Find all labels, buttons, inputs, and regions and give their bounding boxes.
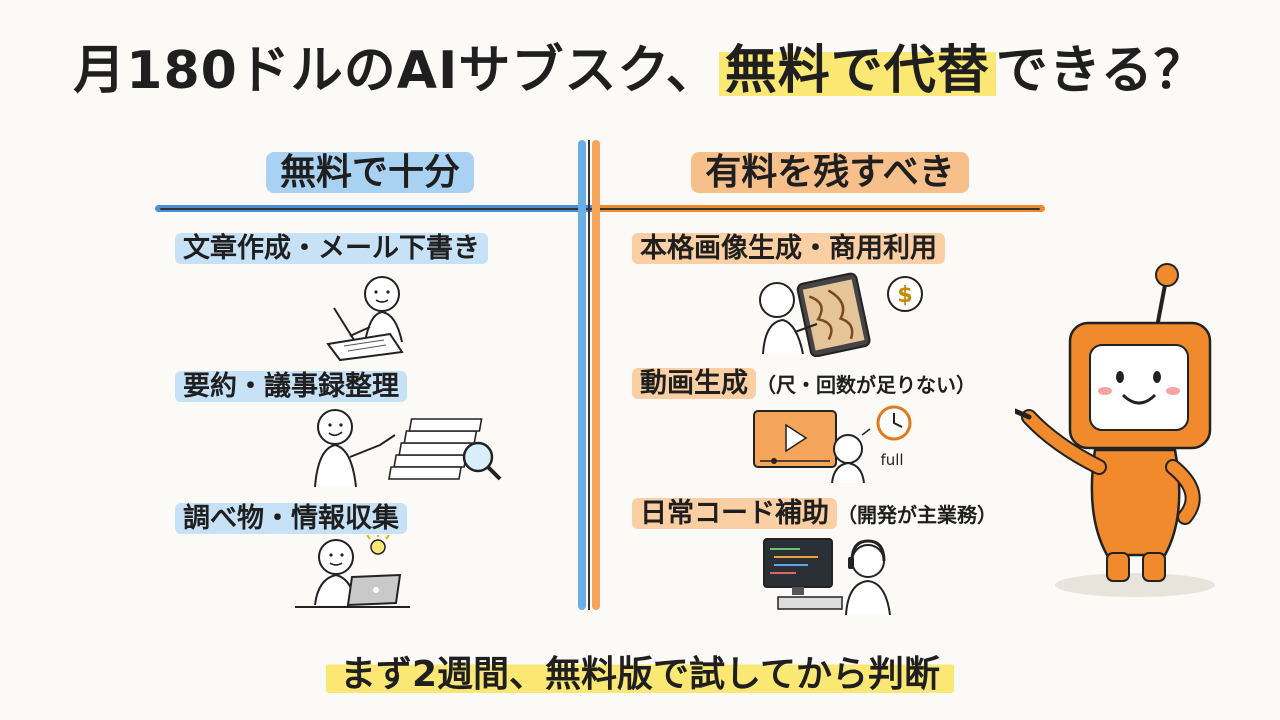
paid-column-heading: 有料を残すべき (620, 148, 1040, 198)
free-item-writing: 文章作成・メール下書き (175, 230, 488, 268)
free-column-heading: 無料で十分 (160, 148, 580, 198)
free-item-research: 調べ物・情報収集 (175, 500, 407, 538)
title-part1: 月180ドルのAIサブスク、 (73, 41, 719, 101)
dollar-icon: $ (897, 283, 912, 308)
column-divider-accent (592, 140, 600, 610)
page-title: 月180ドルのAIサブスク、無料で代替できる？ (0, 28, 1280, 103)
paid-item-video: 動画生成（尺・回数が足りない） (632, 365, 976, 403)
free-item-summary: 要約・議事録整理 (175, 368, 407, 406)
full-label: full (880, 451, 903, 469)
title-highlight: 無料で代替 (718, 41, 996, 101)
code-assist-illustration (763, 538, 891, 616)
paid-item-code: 日常コード補助（開発が主業務） (632, 495, 997, 533)
column-divider-line (588, 140, 590, 610)
video-generation-illustration: full (753, 405, 912, 483)
writing-person-illustration (326, 276, 404, 362)
center-rule-line (160, 208, 1040, 210)
title-part2: できる？ (995, 41, 1207, 101)
footer-message: まず2週間、無料版で試してから判断 (0, 645, 1280, 697)
image-generation-illustration: $ (759, 272, 923, 357)
summary-person-illustration (314, 409, 502, 488)
paid-item-image: 本格画像生成・商用利用 (632, 230, 945, 268)
column-divider (578, 140, 586, 610)
robot-mascot-illustration (1015, 263, 1215, 597)
research-person-illustration (295, 535, 410, 608)
